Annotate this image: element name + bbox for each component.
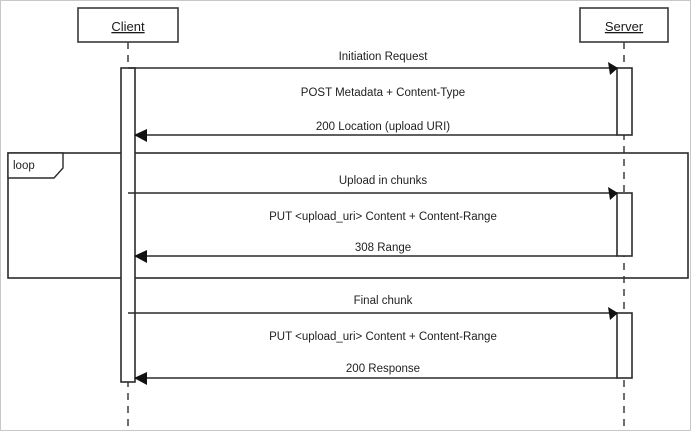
participant-client[interactable]: Client xyxy=(77,7,179,43)
activation-bar-client xyxy=(120,67,136,383)
message-label-post-metadata: POST Metadata + Content-Type xyxy=(301,87,465,99)
note-upload-in-chunks: Upload in chunks xyxy=(339,175,427,187)
participant-box-server[interactable] xyxy=(579,7,669,43)
loop-fragment-label: loop xyxy=(13,160,35,172)
message-200-response: 200 Response xyxy=(134,363,617,385)
loop-fragment-tab xyxy=(7,152,64,179)
section-upload-chunks: Upload in chunks PUT <upload_uri> Conten… xyxy=(128,175,618,263)
participant-label-server: Server xyxy=(605,19,644,34)
note-final-chunk: Final chunk xyxy=(354,295,413,307)
message-label-put-final-chunk: PUT <upload_uri> Content + Content-Range xyxy=(269,331,497,343)
message-label-200-response: 200 Response xyxy=(346,363,420,375)
message-put-final-chunk: PUT <upload_uri> Content + Content-Range xyxy=(128,307,618,343)
message-label-200-location: 200 Location (upload URI) xyxy=(316,121,450,133)
message-308-range: 308 Range xyxy=(134,242,617,263)
activation-bar-server-chunk xyxy=(616,192,633,257)
activation-bar-server-final xyxy=(616,312,633,379)
message-post-metadata: POST Metadata + Content-Type xyxy=(128,62,618,99)
participant-label-client: Client xyxy=(111,19,145,34)
message-put-chunk: PUT <upload_uri> Content + Content-Range xyxy=(128,187,618,223)
participant-server[interactable]: Server xyxy=(579,7,669,43)
activation-bar-server-initiation xyxy=(616,67,633,136)
message-label-308-range: 308 Range xyxy=(355,242,411,254)
arrowhead-200-location xyxy=(134,129,147,142)
section-final-chunk: Final chunk PUT <upload_uri> Content + C… xyxy=(128,295,618,385)
message-label-put-chunk: PUT <upload_uri> Content + Content-Range xyxy=(269,211,497,223)
arrowhead-put-chunk xyxy=(608,187,618,200)
message-200-location: 200 Location (upload URI) xyxy=(134,121,617,142)
arrowhead-200-response xyxy=(134,372,147,385)
arrowhead-308-range xyxy=(134,250,147,263)
arrowhead-post-metadata xyxy=(608,62,618,75)
loop-fragment-box xyxy=(7,152,689,279)
note-initiation-request: Initiation Request xyxy=(339,51,429,63)
arrowhead-put-final-chunk xyxy=(608,307,618,320)
loop-fragment: loop xyxy=(7,152,689,279)
section-initiation: Initiation Request POST Metadata + Conte… xyxy=(128,51,618,142)
participant-box-client[interactable] xyxy=(77,7,179,43)
